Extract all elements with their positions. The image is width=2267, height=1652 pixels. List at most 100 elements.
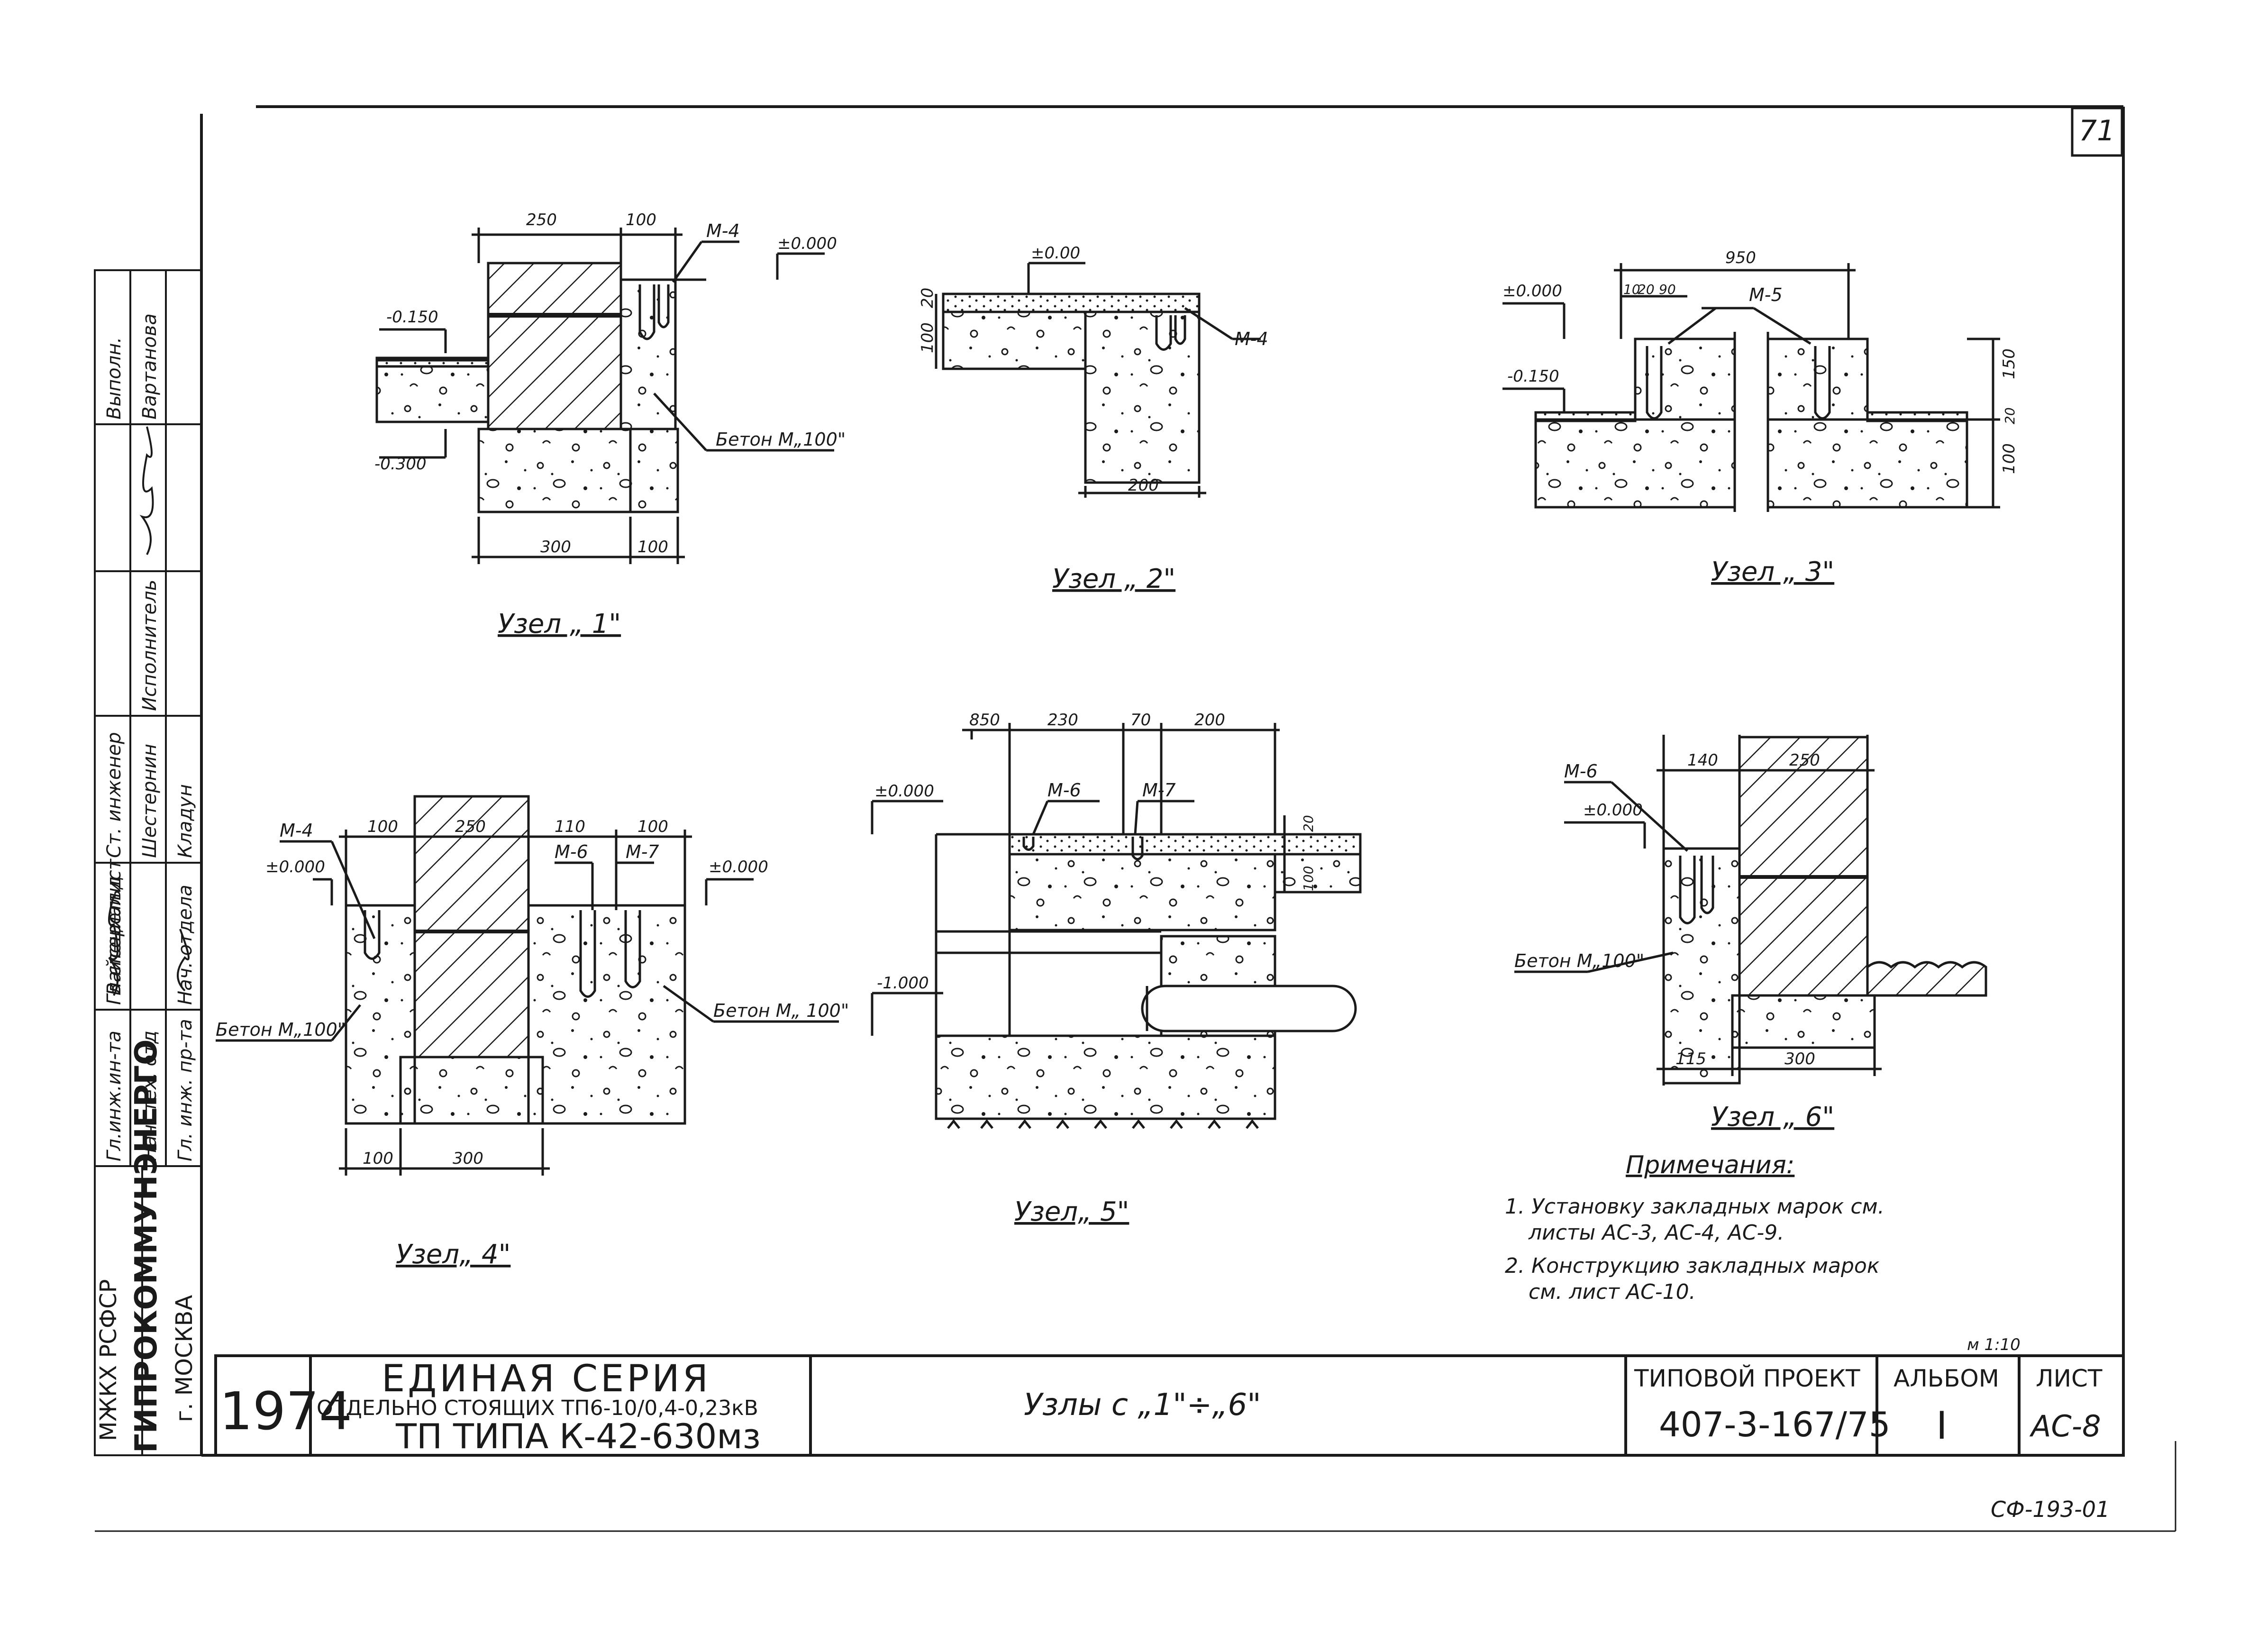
node-2-labels: 200 20 100 ±0.00 М-4 Узел „ 2" xyxy=(918,244,1268,594)
n3-dim-2: 10 xyxy=(1623,282,1640,297)
title-block-texts: 1974 ЕДИНАЯ СЕРИЯ ОТДЕЛЬНО СТОЯЩИХ ТП6-1… xyxy=(219,1358,2103,1456)
node-5-labels: 850 230 70 200 20 100 ±0.000 -1.000 М-6 … xyxy=(874,711,1316,1227)
n6-dim-3: 115 xyxy=(1675,1050,1706,1068)
n3-dim-4: 90 xyxy=(1659,282,1676,297)
node-6-labels: 140 250 115 300 ±0.000 М-6 Бетон М„100" … xyxy=(1514,751,1834,1132)
stamp-role-7: Исполнитель xyxy=(139,580,161,711)
notes-heading: Примечания: xyxy=(1626,1151,1794,1179)
n5-dim-5: 20 xyxy=(1301,815,1316,832)
n5-level-1: ±0.000 xyxy=(874,782,934,801)
tb-year: 1974 xyxy=(219,1381,352,1442)
note-line-1: 1. Установку закладных марок см. xyxy=(1505,1195,1885,1219)
node-2-drawing xyxy=(935,262,1261,498)
org-city: г. МОСКВА xyxy=(171,1295,198,1422)
signature-1 xyxy=(139,426,154,555)
title-block xyxy=(214,1354,2125,1457)
n3-dim-5: 150 xyxy=(2000,348,2019,379)
stamp-name-2: Шестернин xyxy=(139,744,161,858)
n6-dim-2: 250 xyxy=(1789,751,1820,770)
n3-dim-7: 100 xyxy=(2000,443,2019,474)
n6-dim-1: 140 xyxy=(1687,751,1718,770)
stamp-role-6: Ст. инженер xyxy=(103,732,125,858)
n1-dim-1: 250 xyxy=(526,210,557,229)
n4-level-2: ±0.000 xyxy=(709,858,768,876)
n4-title: Узел„ 4" xyxy=(396,1239,510,1270)
n4-mark-1: М-4 xyxy=(280,820,313,841)
tb-sheet-title: Узлы с „1"÷„6" xyxy=(1024,1387,1261,1423)
stamp-role-3: Гл. инж. пр-та xyxy=(174,1019,196,1161)
n4-dim-6: 300 xyxy=(453,1149,483,1168)
n5-mark-2: М-7 xyxy=(1142,780,1176,801)
n6-title: Узел „ 6" xyxy=(1711,1102,1834,1132)
tb-album-value: I xyxy=(1936,1404,1948,1448)
notes: Примечания: 1. Установку закладных марок… xyxy=(1505,1151,1885,1304)
n3-dim-1: 950 xyxy=(1725,248,1756,267)
tb-sheet-value: АС-8 xyxy=(2029,1409,2101,1443)
page-number: 71 xyxy=(2079,114,2115,147)
n3-mark: М-5 xyxy=(1749,284,1783,305)
n2-title: Узел „ 2" xyxy=(1052,564,1175,594)
stamp-role-9: Вартанова xyxy=(139,313,161,420)
node-1-labels: 250 100 300 100 -0.150 -0.300 ±0.000 М-4… xyxy=(374,210,846,639)
n4-concrete-1: Бетон М„100" xyxy=(216,1019,346,1040)
signature-2 xyxy=(108,895,118,996)
n5-dim-4: 200 xyxy=(1194,711,1225,730)
stamp-role-2: Нач. тех. отд xyxy=(139,1031,161,1161)
n5-dim-3: 70 xyxy=(1130,711,1151,730)
tb-project-number: 407-3-167/75 xyxy=(1659,1405,1891,1444)
n1-concrete: Бетон М„100" xyxy=(716,429,846,450)
n5-dim-1: 850 xyxy=(969,711,1000,730)
n3-dim-3: 20 xyxy=(1638,282,1655,297)
note-line-3: 2. Конструкцию закладных марок xyxy=(1505,1254,1880,1278)
note-line-4: см. лист АС-10. xyxy=(1529,1280,1696,1304)
node-3-labels: 950 10 20 90 150 20 100 ±0.000 -0.150 М-… xyxy=(1502,248,2019,587)
stamp-role-8: Выполн. xyxy=(103,337,125,420)
n4-dim-2: 250 xyxy=(455,817,486,836)
n1-dim-2: 100 xyxy=(626,210,656,229)
side-stamp-texts: Гл.инж.ин-та Нач. тех. отд Гл. инж. пр-т… xyxy=(95,313,198,1453)
stamp-name-1: Вайсерельд xyxy=(103,876,125,995)
n4-mark-2: М-6 xyxy=(555,841,588,862)
n1-dim-4: 100 xyxy=(637,538,668,557)
n2-mark: М-4 xyxy=(1235,329,1268,349)
archive-code: СФ-193-01 xyxy=(1991,1497,2110,1522)
node-3-drawing xyxy=(1502,263,2000,512)
n2-dim-1: 200 xyxy=(1128,476,1159,495)
n4-dim-4: 100 xyxy=(637,817,668,836)
tb-album-label: АЛЬБОМ xyxy=(1894,1365,1999,1392)
n5-dim-2: 230 xyxy=(1047,711,1078,730)
side-stamp xyxy=(94,269,202,1456)
org-ministry: МЖКХ РСФСР xyxy=(95,1279,122,1441)
n4-dim-1: 100 xyxy=(367,817,398,836)
n2-dim-2: 20 xyxy=(918,288,937,308)
node-4-drawing xyxy=(216,795,839,1176)
n6-dim-4: 300 xyxy=(1784,1050,1815,1068)
n3-level-2: -0.150 xyxy=(1507,367,1559,386)
scale-label: м 1:10 xyxy=(1967,1335,2021,1354)
node-4-labels: 100 250 110 100 100 300 ±0.000 ±0.000 М-… xyxy=(216,817,849,1270)
n1-level-3: ±0.000 xyxy=(777,234,837,253)
tb-series-title: ЕДИНАЯ СЕРИЯ xyxy=(382,1358,711,1400)
n4-concrete-2: Бетон М„ 100" xyxy=(713,1000,849,1021)
n1-mark: М-4 xyxy=(706,220,740,241)
n2-level: ±0.00 xyxy=(1031,244,1080,263)
tb-tp-type: ТП ТИПА К-42-630мз xyxy=(395,1416,761,1456)
org-name: ГИПРОКОММУНЭНЕРГО xyxy=(129,1039,164,1453)
tb-series-sub: ОТДЕЛЬНО СТОЯЩИХ ТП6-10/0,4-0,23кВ xyxy=(317,1396,758,1420)
n5-dim-6: 100 xyxy=(1301,866,1316,891)
n4-mark-3: М-7 xyxy=(626,841,659,862)
node-1-drawing xyxy=(375,228,834,564)
n3-level-1: ±0.000 xyxy=(1502,282,1562,301)
n6-level: ±0.000 xyxy=(1583,801,1643,820)
n6-mark: М-6 xyxy=(1564,761,1598,782)
n1-dim-3: 300 xyxy=(540,538,571,557)
signature-3 xyxy=(177,929,190,992)
node-5-drawing xyxy=(871,723,1362,1129)
tb-sheet-label: ЛИСТ xyxy=(2036,1365,2103,1392)
n5-mark-1: М-6 xyxy=(1047,780,1081,801)
n1-level-2: -0.300 xyxy=(374,455,427,474)
tb-project-label: ТИПОВОЙ ПРОЕКТ xyxy=(1634,1364,1860,1392)
n5-title: Узел„ 5" xyxy=(1014,1196,1129,1227)
n4-level-1: ±0.000 xyxy=(265,858,325,876)
